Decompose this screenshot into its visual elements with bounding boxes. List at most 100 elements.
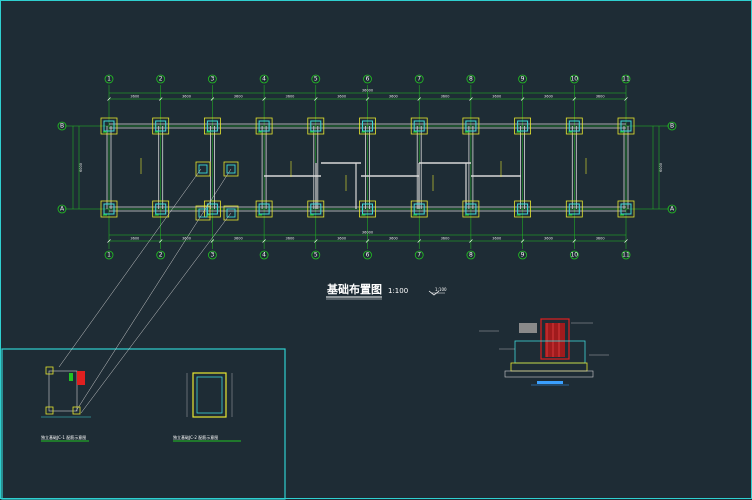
column-section xyxy=(103,203,115,215)
footing-outline xyxy=(617,117,635,135)
dim-span-label: 3600 xyxy=(130,95,139,99)
axis-label-5: 5 xyxy=(314,252,318,259)
column-section xyxy=(465,203,477,215)
north-mark-scale: 1:100 xyxy=(435,287,447,292)
axis-label-1: 1 xyxy=(107,76,111,83)
axis-bubble-row-A xyxy=(57,204,67,214)
dim-tick xyxy=(572,239,577,243)
footing-outline xyxy=(255,200,273,218)
dim-total-label: 36000 xyxy=(362,231,373,235)
dim-tick xyxy=(624,97,628,101)
axis-label-6: 6 xyxy=(366,252,370,259)
axis-label-2: 2 xyxy=(159,76,163,83)
detail-leader-line-3 xyxy=(80,212,232,414)
axis-bubble-7 xyxy=(414,250,424,260)
column-section xyxy=(362,203,373,215)
dim-tick xyxy=(210,97,215,101)
dim-span-label: 3600 xyxy=(544,237,553,241)
axis-bubble-1 xyxy=(104,74,114,84)
footing-outline xyxy=(565,200,583,218)
dim-span-label: 3600 xyxy=(234,95,243,99)
north-mark: 1:100 xyxy=(428,287,447,296)
footing-outline xyxy=(307,200,325,218)
column-section xyxy=(620,120,632,132)
column-section xyxy=(155,203,167,215)
detail-a: 独立基础JC-1 配筋示意图 xyxy=(41,366,91,442)
dim-total-label: 36000 xyxy=(362,89,373,93)
axis-label-6: 6 xyxy=(366,76,370,83)
column-section xyxy=(362,120,373,132)
axis-bubble-2 xyxy=(156,74,166,84)
axis-bubble-8 xyxy=(466,250,476,260)
footing-outline xyxy=(203,117,221,135)
axis-bubble-3 xyxy=(207,74,217,84)
axis-label-8: 8 xyxy=(469,252,473,259)
detail-footing-outline xyxy=(195,205,211,221)
dim-tick xyxy=(417,97,421,101)
axis-bubble-1 xyxy=(104,250,114,260)
detail-b: 独立基础JC-2 配筋示意图 xyxy=(173,372,241,442)
dim-tick xyxy=(262,239,266,243)
axis-bubble-6 xyxy=(363,74,372,84)
detail-b-caption: 独立基础JC-2 配筋示意图 xyxy=(173,434,218,440)
footing-outline xyxy=(152,117,170,135)
dim-span-label: 3600 xyxy=(492,95,501,99)
detail-panel-frame xyxy=(1,348,286,500)
dim-tick xyxy=(520,97,525,101)
axis-bubble-row-A xyxy=(667,204,677,214)
axis-bubble-4 xyxy=(259,250,269,260)
dim-tick xyxy=(520,239,525,243)
column-section xyxy=(310,120,322,132)
detail-footing-outline xyxy=(223,205,239,221)
footing-section-detail xyxy=(479,318,609,386)
detail-footing-column xyxy=(198,208,208,218)
footing-outline xyxy=(462,200,480,218)
footing-outline xyxy=(152,200,170,218)
footing-outline xyxy=(462,117,480,135)
footing-outline xyxy=(100,117,118,135)
axis-label-row-B: B xyxy=(670,123,674,130)
dim-tick xyxy=(210,239,215,243)
axis-label-4: 4 xyxy=(262,76,266,83)
dim-span-label: 3600 xyxy=(389,95,398,99)
axis-bubble-9 xyxy=(518,74,527,84)
axis-label-2: 2 xyxy=(159,252,163,259)
detail-footing-column xyxy=(226,208,236,218)
column-section xyxy=(413,120,425,132)
column-section xyxy=(413,203,425,215)
footing-outline xyxy=(514,117,531,135)
axis-bubble-11 xyxy=(621,250,631,260)
axis-label-9: 9 xyxy=(521,76,525,83)
dim-tick xyxy=(314,239,318,243)
dim-span-label: 3600 xyxy=(441,237,450,241)
axis-bubble-3 xyxy=(207,250,217,260)
axis-label-3: 3 xyxy=(210,76,214,83)
column-section xyxy=(620,203,632,215)
axis-label-9: 9 xyxy=(521,252,525,259)
column-footings xyxy=(100,117,635,221)
axis-bubble-8 xyxy=(466,74,476,84)
dim-depth-label: 6000 xyxy=(659,163,663,172)
detail-leader-line-2 xyxy=(75,168,232,412)
axis-bubble-row-B xyxy=(667,121,677,131)
footing-outline xyxy=(565,117,583,135)
dim-tick xyxy=(572,97,577,101)
axis-label-11: 11 xyxy=(622,252,630,259)
dimension-lines: 3600 3600 3600 3600 3600 3600 3600 3600 3600 3600… xyxy=(72,89,663,243)
axis-bubble-2 xyxy=(156,250,166,260)
dim-depth-label: 6000 xyxy=(79,163,83,172)
column-section xyxy=(310,203,322,215)
detail-footing-column xyxy=(198,164,208,174)
axis-bubble-10 xyxy=(569,74,579,84)
axis-label-1: 1 xyxy=(107,252,111,259)
column-section xyxy=(155,120,167,132)
axis-bubble-4 xyxy=(259,74,269,84)
axis-bubble-9 xyxy=(518,250,527,260)
dim-span-label: 3600 xyxy=(285,95,294,99)
dim-span-label: 3600 xyxy=(441,95,450,99)
axis-bubble-5 xyxy=(311,74,321,84)
column-section xyxy=(258,120,270,132)
plan-scale: 1:100 xyxy=(388,287,408,295)
dim-span-label: 3600 xyxy=(285,237,294,241)
